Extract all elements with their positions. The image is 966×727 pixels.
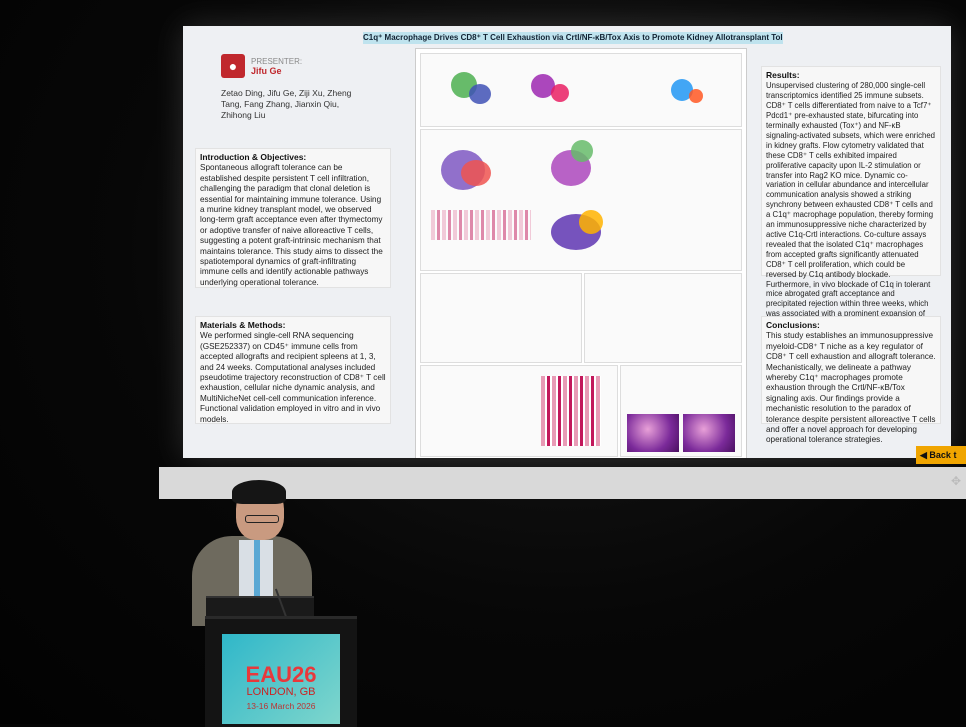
eau-logo: EAU26 (245, 662, 317, 687)
figure-2-trajectory (420, 129, 742, 271)
podium-display (222, 634, 340, 724)
figure-5-validation (584, 273, 742, 363)
results-panel: Results: Unsupervised clustering of 280,… (761, 66, 941, 328)
figure-4-interactions (420, 365, 618, 457)
conclusions-text: This study establishes an immunosuppress… (766, 331, 936, 445)
conclusions-heading: Conclusions: (766, 320, 820, 330)
back-button[interactable]: ◀ Back t (916, 446, 966, 464)
speaker-lanyard (254, 540, 260, 600)
methods-panel: Materials & Methods: We performed single… (195, 316, 391, 424)
intro-panel: Introduction & Objectives: Spontaneous a… (195, 148, 391, 288)
poster-title: C1q⁺ Macrophage Drives CD8⁺ T Cell Exhau… (363, 32, 783, 44)
projection-screen: C1q⁺ Macrophage Drives CD8⁺ T Cell Exhau… (183, 26, 951, 458)
conclusions-panel: Conclusions: This study establishes an i… (761, 316, 941, 444)
move-icon: ✥ (951, 474, 962, 488)
presenter-label: PRESENTER: (251, 56, 303, 66)
intro-heading: Introduction & Objectives: (200, 152, 307, 162)
figure-1-umap (420, 53, 742, 127)
results-heading: Results: (766, 70, 800, 80)
figure-3-flow (420, 273, 582, 363)
author-list: Zetao Ding, Jifu Ge, Ziji Xu, Zheng Tang… (221, 88, 352, 120)
figure-6-histology (620, 365, 742, 457)
methods-text: We performed single-cell RNA sequencing … (200, 331, 386, 424)
person-icon: ● (221, 54, 245, 78)
eau-dates: 13-16 March 2026 (246, 701, 316, 711)
speaker-hair (232, 480, 286, 504)
presenter-name: Jifu Ge (251, 65, 282, 76)
screen-bottom-frame (159, 467, 966, 499)
figure-panels (415, 48, 747, 458)
intro-text: Spontaneous allograft tolerance can be e… (200, 163, 383, 287)
presenter-block: ● PRESENTER: Jifu Ge (221, 54, 302, 78)
eau-location: LONDON, GB (246, 686, 316, 698)
methods-heading: Materials & Methods: (200, 320, 286, 330)
results-text: Unsupervised clustering of 280,000 singl… (766, 81, 936, 328)
speaker-glasses (245, 515, 279, 523)
